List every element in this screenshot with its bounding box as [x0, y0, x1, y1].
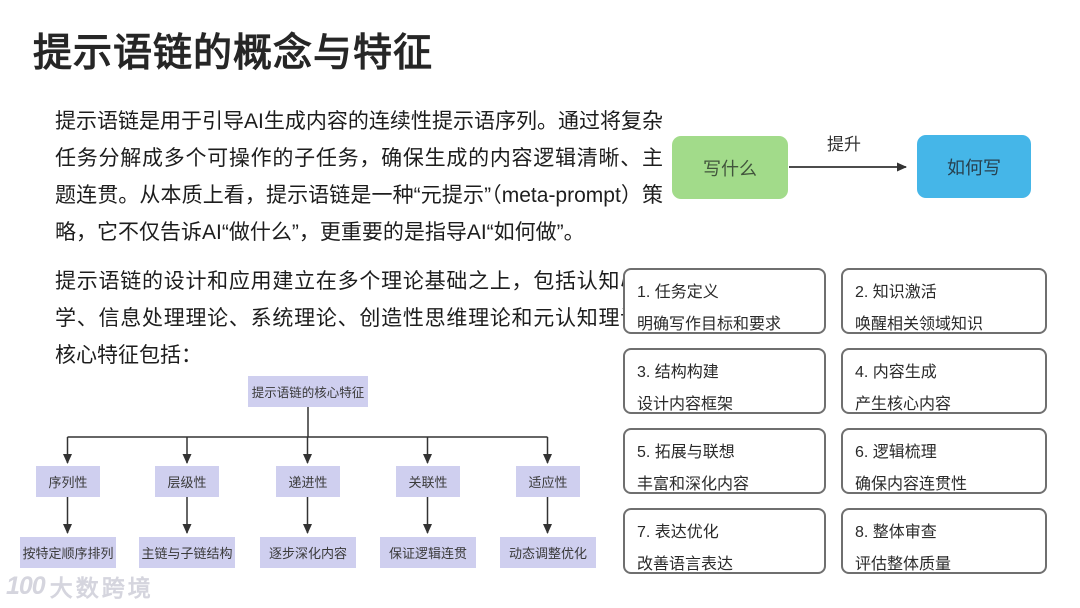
tree-leaf-node: 逐步深化内容: [260, 537, 356, 568]
logo-100-icon: 100: [6, 571, 46, 600]
step-desc: 确保内容连贯性: [855, 476, 968, 493]
tree-branch-node: 序列性: [36, 466, 100, 497]
tree-leaf-node: 保证逻辑连贯: [380, 537, 476, 568]
tree-branch-node: 关联性: [396, 466, 460, 497]
step-title: 5. 拓展与联想: [637, 444, 735, 461]
step-card: 6. 逻辑梳理 确保内容连贯性: [841, 428, 1047, 494]
tree-leaf-node: 按特定顺序排列: [20, 537, 116, 568]
intro-paragraph: 提示语链是用于引导AI生成内容的连续性提示语序列。通过将复杂任务分解成多个可操作…: [55, 110, 663, 244]
step-title: 7. 表达优化: [637, 524, 719, 541]
steps-grid: 1. 任务定义 明确写作目标和要求 2. 知识激活 唤醒相关领域知识 3. 结构…: [623, 268, 1047, 574]
step-card: 8. 整体审查 评估整体质量: [841, 508, 1047, 574]
step-title: 1. 任务定义: [637, 284, 719, 301]
step-desc: 明确写作目标和要求: [637, 316, 782, 333]
theory-paragraph: 提示语链的设计和应用建立在多个理论基础之上，包括认知心理学、信息处理理论、系统理…: [55, 270, 663, 367]
step-desc: 设计内容框架: [637, 396, 734, 413]
tree-branch-node: 递进性: [276, 466, 340, 497]
tree-root-node: 提示语链的核心特征: [248, 376, 368, 407]
step-desc: 唤醒相关领域知识: [855, 316, 984, 333]
step-desc: 改善语言表达: [637, 556, 734, 573]
tree-branch-node: 层级性: [155, 466, 219, 497]
step-card: 5. 拓展与联想 丰富和深化内容: [623, 428, 826, 494]
step-card: 3. 结构构建 设计内容框架: [623, 348, 826, 414]
step-title: 2. 知识激活: [855, 284, 937, 301]
step-card: 7. 表达优化 改善语言表达: [623, 508, 826, 574]
step-desc: 丰富和深化内容: [637, 476, 750, 493]
flow-node-how-to-write: 如何写: [917, 135, 1031, 198]
flow-node-what-to-write: 写什么: [672, 136, 788, 199]
step-title: 3. 结构构建: [637, 364, 719, 381]
step-title: 6. 逻辑梳理: [855, 444, 937, 461]
flow-node-label: 写什么: [703, 158, 757, 179]
flow-arrow-label: 提升: [827, 135, 861, 154]
step-card: 2. 知识激活 唤醒相关领域知识: [841, 268, 1047, 334]
step-desc: 产生核心内容: [855, 396, 952, 413]
logo-text: 大数跨境: [49, 575, 154, 601]
flow-node-label: 如何写: [947, 157, 1001, 178]
step-desc: 评估整体质量: [855, 556, 952, 573]
step-card: 1. 任务定义 明确写作目标和要求: [623, 268, 826, 334]
tree-leaf-node: 动态调整优化: [500, 537, 596, 568]
tree-branch-node: 适应性: [516, 466, 580, 497]
step-card: 4. 内容生成 产生核心内容: [841, 348, 1047, 414]
logo-watermark: 100 大数跨境: [6, 569, 154, 603]
page-title: 提示语链的概念与特征: [33, 32, 434, 75]
tree-leaf-node: 主链与子链结构: [139, 537, 235, 568]
step-title: 8. 整体审查: [855, 524, 937, 541]
step-title: 4. 内容生成: [855, 364, 937, 381]
